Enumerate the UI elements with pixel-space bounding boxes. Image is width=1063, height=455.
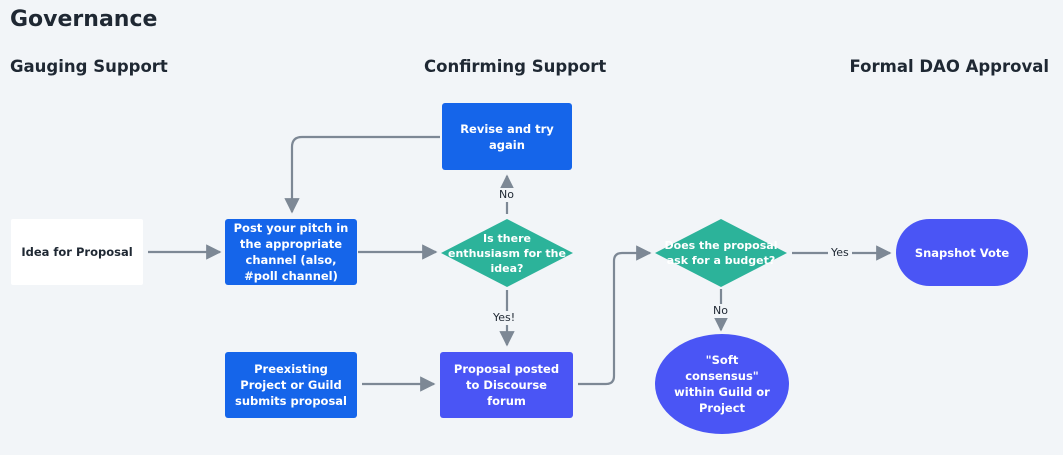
budget-diamond-shape bbox=[655, 219, 787, 287]
edge-revise-to-pitch bbox=[284, 135, 440, 214]
edge-label-yes-posted: Yes! bbox=[490, 311, 519, 325]
enthusiasm-diamond-shape bbox=[441, 219, 573, 287]
post-pitch-node: Post your pitch in the appropriate chann… bbox=[225, 219, 357, 285]
edge-posted-to-budget bbox=[578, 245, 652, 386]
column-heading-gauging: Gauging Support bbox=[10, 57, 168, 76]
revise-node: Revise and try again bbox=[442, 103, 572, 170]
edge-label-no-soft: No bbox=[710, 304, 731, 318]
budget-decision-label: Does the proposal ask for a budget? bbox=[664, 239, 778, 267]
snapshot-vote-node: Snapshot Vote bbox=[896, 219, 1028, 286]
preexisting-node: Preexisting Project or Guild submits pro… bbox=[225, 352, 357, 418]
proposal-posted-node: Proposal posted to Discourse forum bbox=[440, 352, 573, 418]
edge-label-no-revise: No bbox=[496, 188, 517, 202]
idea-node: Idea for Proposal bbox=[11, 219, 143, 285]
column-heading-formal: Formal DAO Approval bbox=[849, 57, 1049, 76]
column-heading-confirming: Confirming Support bbox=[424, 57, 607, 76]
enthusiasm-decision-label: Is there enthusiasm for the idea? bbox=[448, 231, 566, 275]
edge-label-yes-snapshot: Yes bbox=[828, 246, 852, 260]
soft-consensus-node: "Soft consensus" within Guild or Project bbox=[655, 334, 789, 434]
page-title: Governance bbox=[10, 7, 158, 32]
